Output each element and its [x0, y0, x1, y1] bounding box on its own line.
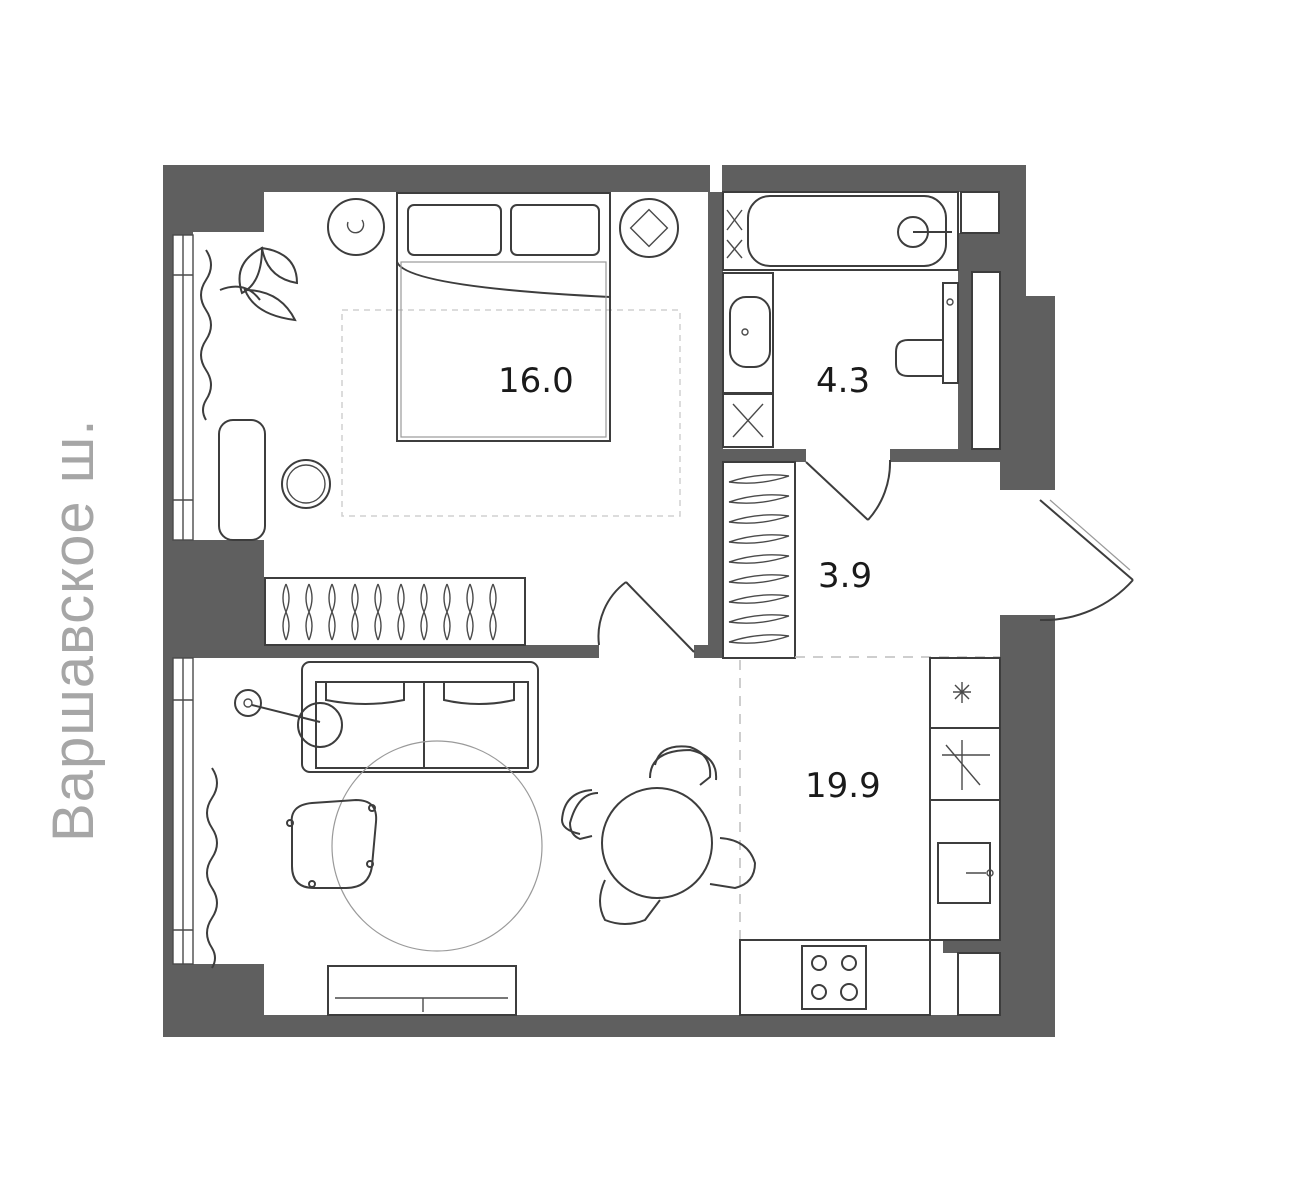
exhaust-icon	[953, 682, 971, 703]
bathroom: 4.3	[722, 191, 959, 521]
hanger	[728, 474, 790, 484]
sink-bathroom	[722, 272, 774, 394]
wardrobe-hallway	[722, 461, 796, 659]
area-hallway: 3.9	[818, 556, 872, 596]
window-living	[172, 657, 194, 965]
rug-bedroom	[341, 309, 681, 517]
hanger	[728, 494, 790, 504]
hanger	[420, 583, 428, 641]
curtain-living	[206, 767, 218, 969]
nightstand-left	[327, 198, 385, 256]
bath-tap	[726, 209, 743, 259]
sofa	[301, 661, 539, 773]
shafts	[957, 191, 1001, 1016]
hanger	[443, 583, 451, 641]
hanger	[728, 614, 790, 624]
kitchen	[739, 657, 1001, 1016]
hanger	[728, 534, 790, 544]
hanger	[397, 583, 405, 641]
hallway: 3.9	[722, 461, 1134, 659]
nightstand-right	[619, 198, 679, 258]
bed	[396, 192, 611, 442]
washing-machine	[722, 393, 774, 448]
walls	[163, 165, 1055, 1037]
hanger	[351, 583, 359, 641]
rug-living	[331, 740, 543, 952]
hanger	[728, 594, 790, 604]
area-living-kitchen: 19.9	[805, 766, 881, 806]
kitchen-sink	[937, 842, 991, 904]
hanger	[305, 583, 313, 641]
hanger	[728, 574, 790, 584]
bench	[218, 419, 266, 541]
door-entrance	[1039, 499, 1134, 622]
hanger	[282, 583, 290, 641]
tv-unit	[327, 965, 517, 1016]
hanger	[374, 583, 382, 641]
hanger	[489, 583, 497, 641]
hanger	[728, 634, 790, 644]
door-bedroom	[597, 581, 695, 653]
toilet	[895, 282, 959, 384]
plant	[219, 246, 299, 322]
dining-set	[560, 745, 757, 925]
door-bathroom	[805, 459, 892, 521]
wardrobe-bedroom	[264, 577, 526, 646]
dishwasher-icon	[942, 740, 990, 790]
pouf	[281, 459, 331, 509]
area-bedroom: 16.0	[498, 361, 574, 401]
cooktop	[801, 945, 867, 1010]
living-kitchen: 19.9	[234, 657, 1001, 1016]
armchair	[286, 798, 378, 889]
hanger	[328, 583, 336, 641]
hanger	[728, 514, 790, 524]
area-bathroom: 4.3	[816, 361, 870, 401]
hanger	[466, 583, 474, 641]
window-bedroom	[172, 234, 194, 541]
bedroom: 16.0	[218, 192, 695, 653]
bathtub	[747, 195, 952, 267]
hanger	[728, 554, 790, 564]
curtain-bedroom	[200, 249, 212, 421]
floor-lamp	[234, 689, 343, 748]
